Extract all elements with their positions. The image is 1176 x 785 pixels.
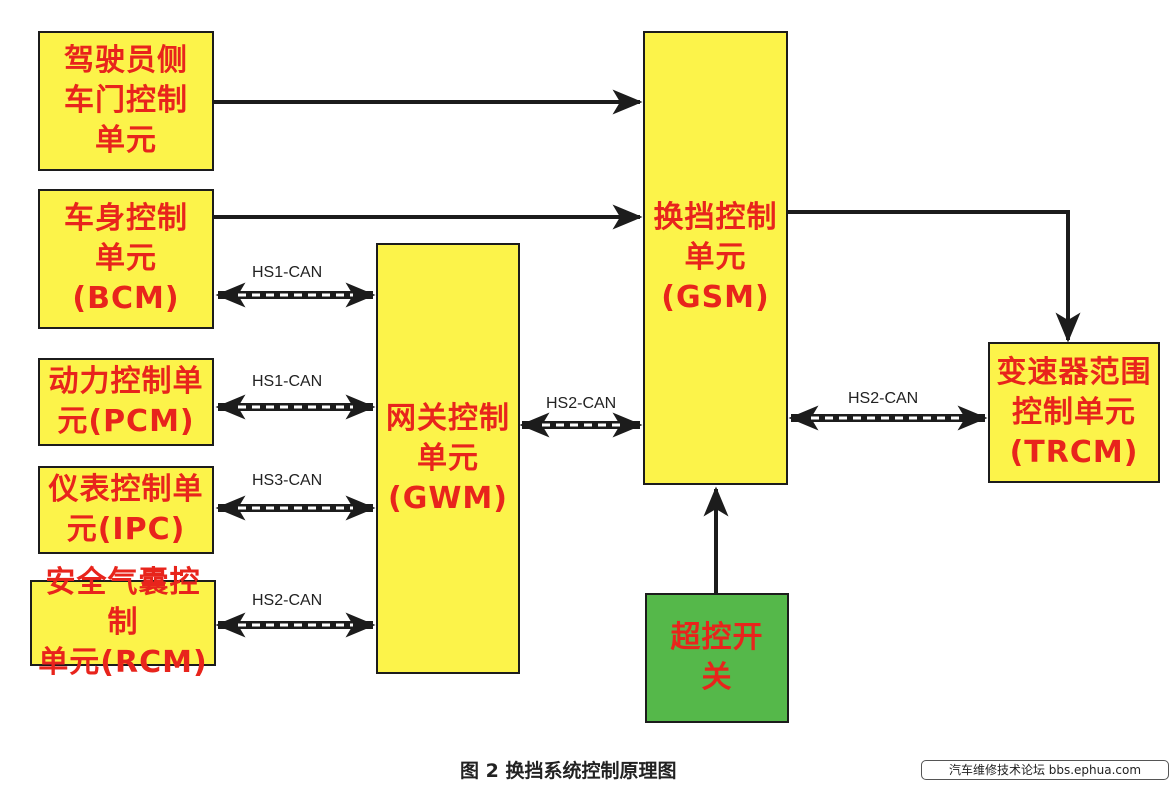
watermark: 汽车维修技术论坛 bbs.ephua.com bbox=[921, 760, 1169, 780]
gwm-label: 网关控制 单元 (GWM) bbox=[386, 400, 510, 516]
driver-door-control-unit-box: 驾驶员侧 车门控制 单元 bbox=[38, 31, 214, 171]
override-switch-box: 超控开 关 bbox=[645, 593, 789, 723]
bcm-box: 车身控制 单元 (BCM) bbox=[38, 189, 214, 329]
bus-label-rcm-gwm: HS2-CAN bbox=[252, 592, 323, 609]
rcm-box: 安全气囊控制 单元(RCM) bbox=[30, 565, 216, 680]
rcm-label: 安全气囊控制 单元(RCM) bbox=[38, 565, 208, 680]
pcm-label: 动力控制单 元(PCM) bbox=[48, 364, 204, 439]
figure-caption: 图 2 换挡系统控制原理图 bbox=[460, 760, 677, 782]
gwm-box: 网关控制 单元 (GWM) bbox=[376, 243, 520, 674]
ipc-label: 仪表控制单 元(IPC) bbox=[48, 472, 204, 547]
bus-label-pcm-gwm: HS1-CAN bbox=[252, 373, 323, 390]
override-switch-label: 超控开 关 bbox=[670, 620, 764, 695]
trcm-box: 变速器范围 控制单元 (TRCM) bbox=[988, 342, 1160, 483]
gsm-box: 换挡控制 单元 (GSM) bbox=[643, 31, 788, 485]
ipc-box: 仪表控制单 元(IPC) bbox=[38, 466, 214, 554]
driver-door-control-unit-label: 驾驶员侧 车门控制 单元 bbox=[64, 43, 188, 158]
arrow-gsm-to-trcm bbox=[788, 210, 1081, 343]
bcm-label: 车身控制 单元 (BCM) bbox=[64, 201, 188, 316]
pcm-box: 动力控制单 元(PCM) bbox=[38, 358, 214, 446]
bus-label-ipc-gwm: HS3-CAN bbox=[252, 472, 323, 489]
bus-label-bcm-gwm: HS1-CAN bbox=[252, 264, 323, 281]
gsm-label: 换挡控制 单元 (GSM) bbox=[653, 200, 778, 315]
trcm-label: 变速器范围 控制单元 (TRCM) bbox=[996, 354, 1152, 470]
bus-label-gwm-gsm: HS2-CAN bbox=[546, 395, 617, 412]
bus-label-gsm-trcm: HS2-CAN bbox=[848, 390, 919, 407]
